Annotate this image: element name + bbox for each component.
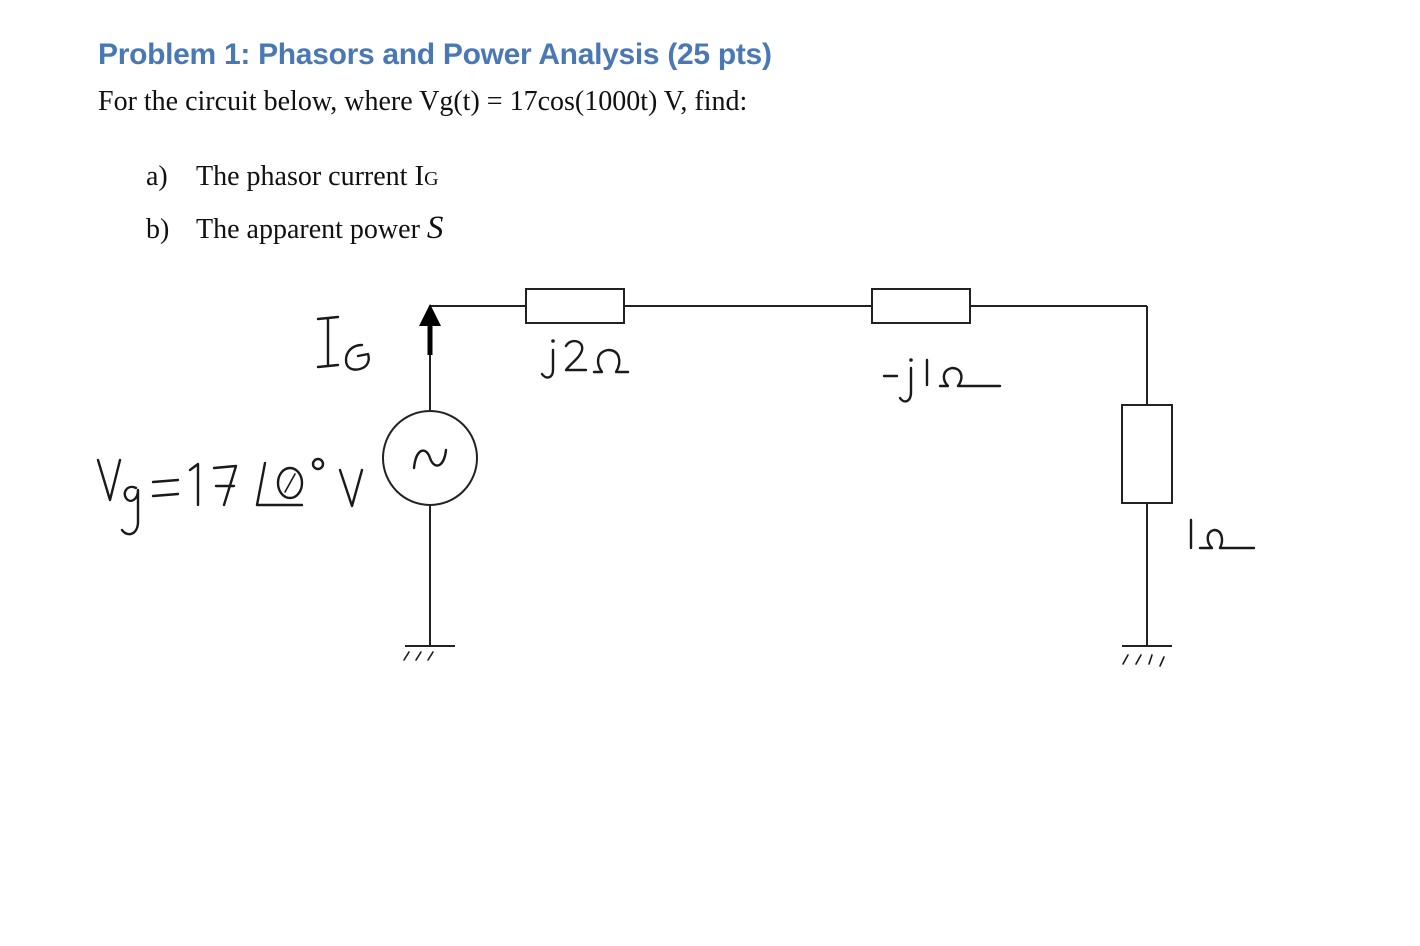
problem-title: Problem 1: Phasors and Power Analysis (2… bbox=[98, 38, 772, 71]
question-b-text: The apparent power bbox=[196, 214, 427, 245]
current-arrow-icon bbox=[419, 304, 441, 355]
question-b-symbol: S bbox=[426, 210, 444, 246]
question-a: a) The phasor current IG bbox=[146, 160, 439, 193]
question-a-subscript: G bbox=[424, 168, 439, 190]
inductor-box bbox=[525, 288, 625, 324]
capacitor-label-handwritten bbox=[882, 358, 1002, 403]
question-a-text: The phasor current bbox=[196, 161, 415, 192]
current-label-handwritten bbox=[316, 315, 370, 371]
question-b: b) The apparent power S bbox=[146, 210, 443, 247]
circuit-wires bbox=[429, 305, 1148, 646]
ground-right-icon bbox=[1122, 645, 1172, 667]
inductor-label-handwritten bbox=[540, 339, 630, 379]
ground-left-icon bbox=[403, 645, 455, 661]
problem-intro: For the circuit below, where Vg(t) = 17c… bbox=[98, 86, 748, 117]
resistor-box bbox=[1121, 404, 1173, 504]
question-a-marker: a) bbox=[146, 161, 168, 192]
capacitor-box bbox=[871, 288, 971, 324]
question-a-symbol: I bbox=[414, 160, 425, 192]
resistor-label-handwritten bbox=[1189, 518, 1256, 550]
ac-source-icon bbox=[382, 410, 478, 506]
question-b-marker: b) bbox=[146, 214, 170, 245]
source-label-handwritten bbox=[96, 457, 364, 536]
